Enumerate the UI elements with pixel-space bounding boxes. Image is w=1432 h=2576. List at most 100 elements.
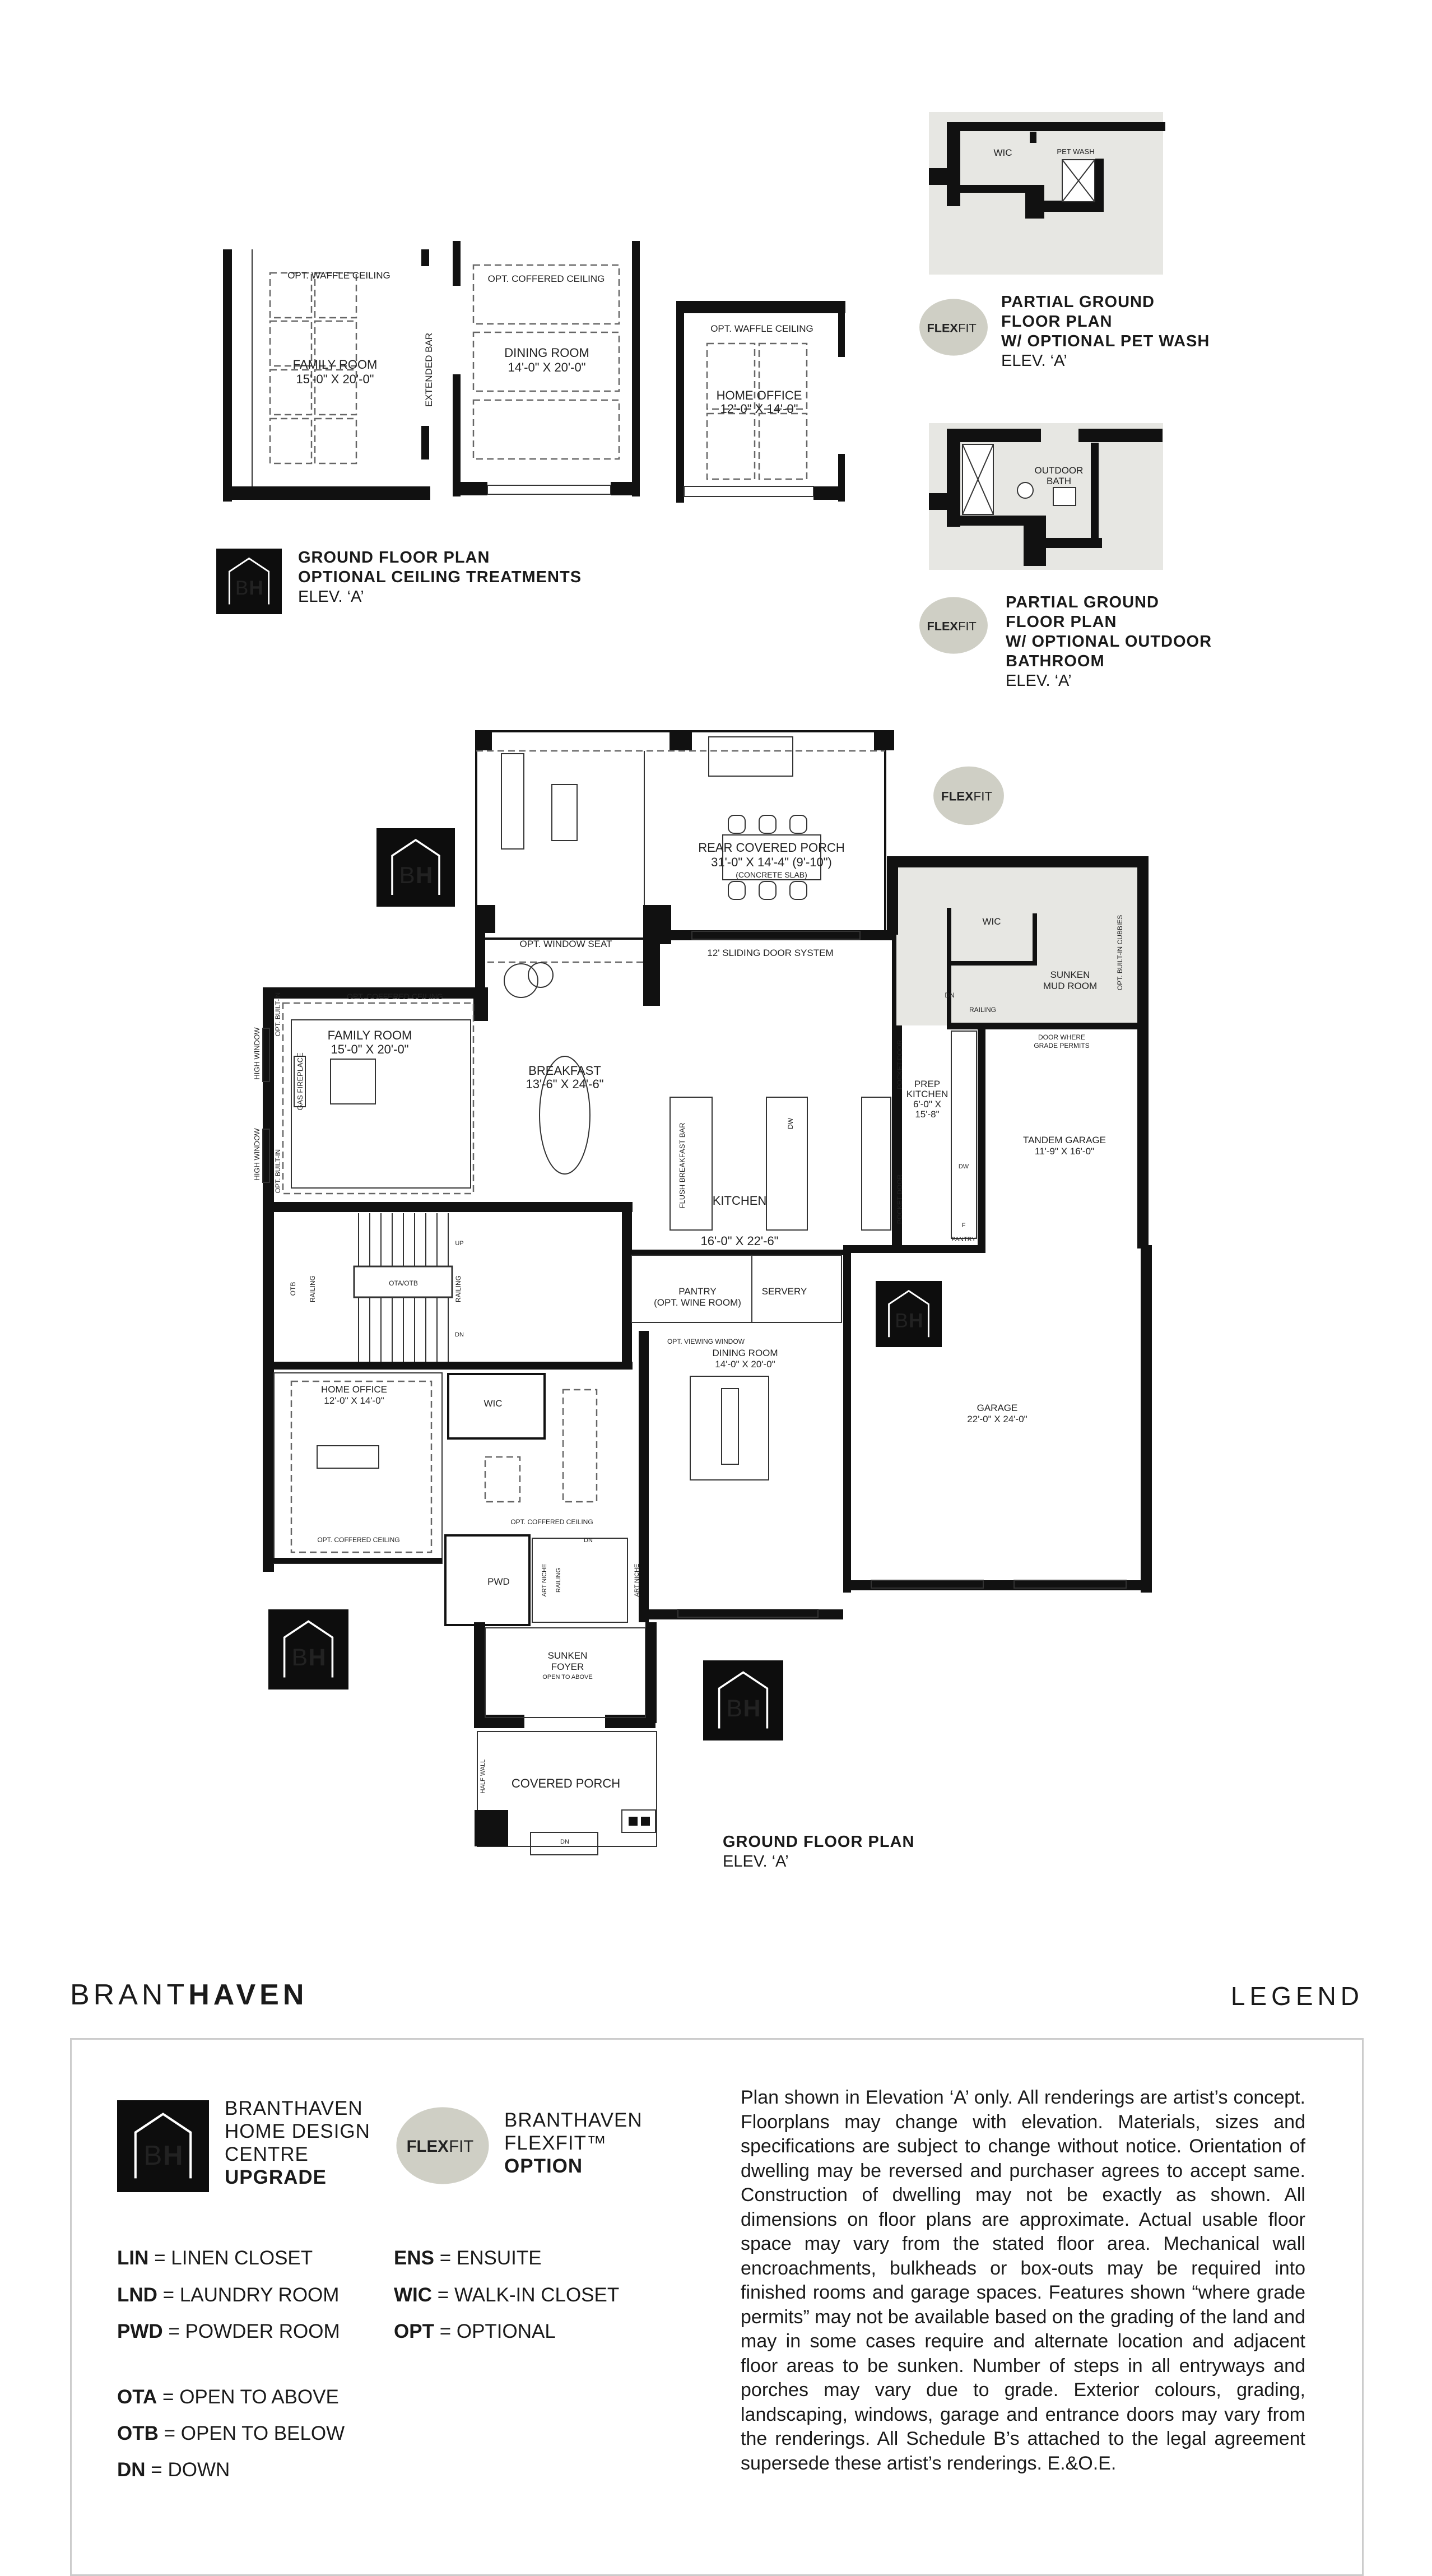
wic-label: WIC: [993, 147, 1012, 158]
covered-porch-name: COVERED PORCH: [512, 1776, 620, 1790]
prep-kitchen-size: 15'-8": [915, 1109, 939, 1120]
ff-key-text: BRANTHAVEN FLEXFIT™ OPTION: [504, 2109, 643, 2178]
kitchen-size: 16'-0" X 22'-6": [701, 1234, 779, 1248]
built-in-label: OPT. BUILT-IN: [274, 992, 282, 1036]
foyer-name: SUNKEN: [548, 1650, 588, 1661]
viewing-window-label: OPT. VIEWING WINDOW: [667, 1338, 745, 1345]
foyer-dn-label: DN: [584, 1537, 593, 1544]
flexfit-logo: [919, 299, 988, 356]
garage-name: GARAGE: [977, 1403, 1018, 1413]
title-line: GROUND FLOOR PLAN: [723, 1833, 915, 1851]
extended-bar-label: EXTENDED BAR: [424, 333, 434, 407]
key-line: HOME DESIGN: [225, 2120, 370, 2142]
hall-ceiling-label: OPT. COFFERED CEILING: [510, 1518, 593, 1526]
fireplace-label: GAS FIREPLACE: [296, 1052, 304, 1111]
foyer-note: OPEN TO ABOVE: [542, 1674, 592, 1681]
mud-room-name: SUNKEN: [1050, 969, 1090, 980]
room-name: FAMILY ROOM: [293, 358, 378, 372]
abbreviation: PWD = POWDER ROOM: [117, 2320, 340, 2342]
prep-kitchen-name: KITCHEN: [906, 1089, 949, 1099]
title-line: PARTIAL GROUND: [1006, 593, 1159, 611]
cubbies-label: OPT. BUILT-IN CUBBIES: [1116, 915, 1124, 990]
art-niche-label: ART NICHE: [541, 1564, 548, 1597]
room-size: 12'-0" X 14'-0": [720, 402, 798, 416]
key-line: CENTRE: [225, 2143, 309, 2165]
door-note: DOOR WHERE: [1038, 1033, 1085, 1041]
rear-porch-size: 31'-0" X 14'-4" (9'-10"): [711, 855, 832, 869]
abbreviation: ENS = ENSUITE: [394, 2247, 542, 2269]
brand-bold: HAVEN: [188, 1979, 308, 2011]
pantry-note: (OPT. WINE ROOM): [654, 1297, 741, 1308]
breakfast-size: 13'-6" X 24'-6": [526, 1077, 604, 1091]
foyer-name: FOYER: [551, 1661, 584, 1672]
title-line: FLOOR PLAN: [1001, 313, 1113, 331]
bh-upgrade-logo: [216, 549, 282, 614]
abbreviation: OTA = OPEN TO ABOVE: [117, 2386, 339, 2408]
stair-railing-label: RAILING: [309, 1275, 317, 1302]
pantry-name: PANTRY: [678, 1286, 716, 1297]
flexfit-marker: [933, 766, 1004, 825]
office-ceiling-label: OPT. COFFERED CEILING: [317, 1536, 399, 1544]
floor-plans-drawing: OPT. WAFFLE CEILING FAMILY ROOM 15'-0" X…: [216, 112, 1165, 1855]
porch-dn-label: DN: [560, 1839, 569, 1845]
family-room-size: 15'-0" X 20'-0": [331, 1042, 409, 1056]
legend-title: LEGEND: [1230, 1981, 1364, 2011]
prep-kitchen-name: PREP: [914, 1079, 940, 1089]
bh-upgrade-marker: [268, 1609, 348, 1690]
elevation: ELEV. ‘A’: [298, 588, 364, 606]
prep-fridge-label: F: [962, 1222, 966, 1229]
pwd-label: PWD: [487, 1576, 510, 1587]
high-window-label: HIGH WINDOW: [253, 1128, 261, 1181]
bh-key-text: BRANTHAVEN HOME DESIGN CENTRE UPGRADE: [225, 2097, 370, 2189]
prep-dw-label: DW: [959, 1163, 969, 1170]
outdoor-bath-title: PARTIAL GROUND FLOOR PLAN W/ OPTIONAL OU…: [1006, 593, 1212, 691]
dishwasher-label: DW: [787, 1117, 794, 1129]
hall-wic-label: WIC: [483, 1398, 502, 1409]
kitchen-name: KITCHEN: [713, 1194, 767, 1208]
key-line-bold: OPTION: [504, 2155, 583, 2177]
dining-room-name: DINING ROOM: [712, 1348, 778, 1358]
prep-pantry-label: PANTRY: [951, 1236, 976, 1243]
rear-porch-name: REAR COVERED PORCH: [698, 841, 845, 855]
bath-label: BATH: [1047, 476, 1071, 486]
abbreviation: LND = LAUNDRY ROOM: [117, 2284, 340, 2306]
bh-upgrade-marker: [876, 1281, 942, 1347]
title-line: FLOOR PLAN: [1006, 613, 1117, 631]
brand-wordmark: BRANTHAVEN: [70, 1978, 308, 2012]
stair-railing-label: RAILING: [454, 1275, 462, 1302]
ceiling-plan-family-room: OPT. WAFFLE CEILING FAMILY ROOM 15'-0" X…: [223, 249, 434, 502]
brand-light: BRANT: [70, 1979, 189, 2011]
bh-upgrade-marker: [376, 828, 455, 907]
flexfit-logo: [919, 597, 988, 654]
tandem-garage-size: 11'-9" X 16'-0": [1035, 1146, 1094, 1157]
key-line: FLEXFIT™: [504, 2132, 607, 2154]
high-window-label: HIGH WINDOW: [253, 1027, 261, 1080]
room-name: DINING ROOM: [504, 346, 589, 360]
ceiling-type-label: OPT. COFFERED CEILING: [488, 273, 605, 284]
art-niche-label: ART NICHE: [634, 1564, 640, 1597]
abbreviation: DN = DOWN: [117, 2459, 230, 2481]
built-in-label: OPT. BUILT-IN: [274, 1149, 282, 1193]
title-line: GROUND FLOOR PLAN: [298, 549, 490, 567]
pocket-door-label: POCKET DOOR: [896, 1039, 904, 1089]
pet-wash-label: PET WASH: [1057, 147, 1094, 156]
stair-dn-label: DN: [455, 1331, 464, 1338]
abbreviation: OTB = OPEN TO BELOW: [117, 2422, 345, 2444]
servery-label: SERVERY: [762, 1286, 807, 1297]
abbreviation: LIN = LINEN CLOSET: [117, 2247, 313, 2269]
abbreviation: WIC = WALK-IN CLOSET: [394, 2284, 620, 2306]
dining-room-size: 14'-0" X 20'-0": [715, 1359, 775, 1370]
room-size: 14'-0" X 20'-0": [508, 360, 586, 374]
room-name: HOME OFFICE: [717, 388, 802, 402]
abbreviation: OPT = OPTIONAL: [394, 2320, 556, 2342]
main-ground-floor-plan: REAR COVERED PORCH 31'-0" X 14'-4" (9'-1…: [253, 730, 1152, 1855]
ceiling-plan-title: GROUND FLOOR PLAN OPTIONAL CEILING TREAT…: [298, 548, 582, 607]
flexfit-legend-logo: [396, 2107, 489, 2184]
mud-dn-label: DN: [945, 991, 954, 999]
title-line: BATHROOM: [1006, 652, 1105, 670]
key-line-bold: UPGRADE: [225, 2166, 327, 2188]
bh-legend-logo: [117, 2100, 209, 2192]
partial-plan-pet-wash: WIC PET WASH: [929, 112, 1165, 275]
title-line: W/ OPTIONAL PET WASH: [1001, 332, 1210, 350]
door-note: GRADE PERMITS: [1034, 1042, 1089, 1050]
